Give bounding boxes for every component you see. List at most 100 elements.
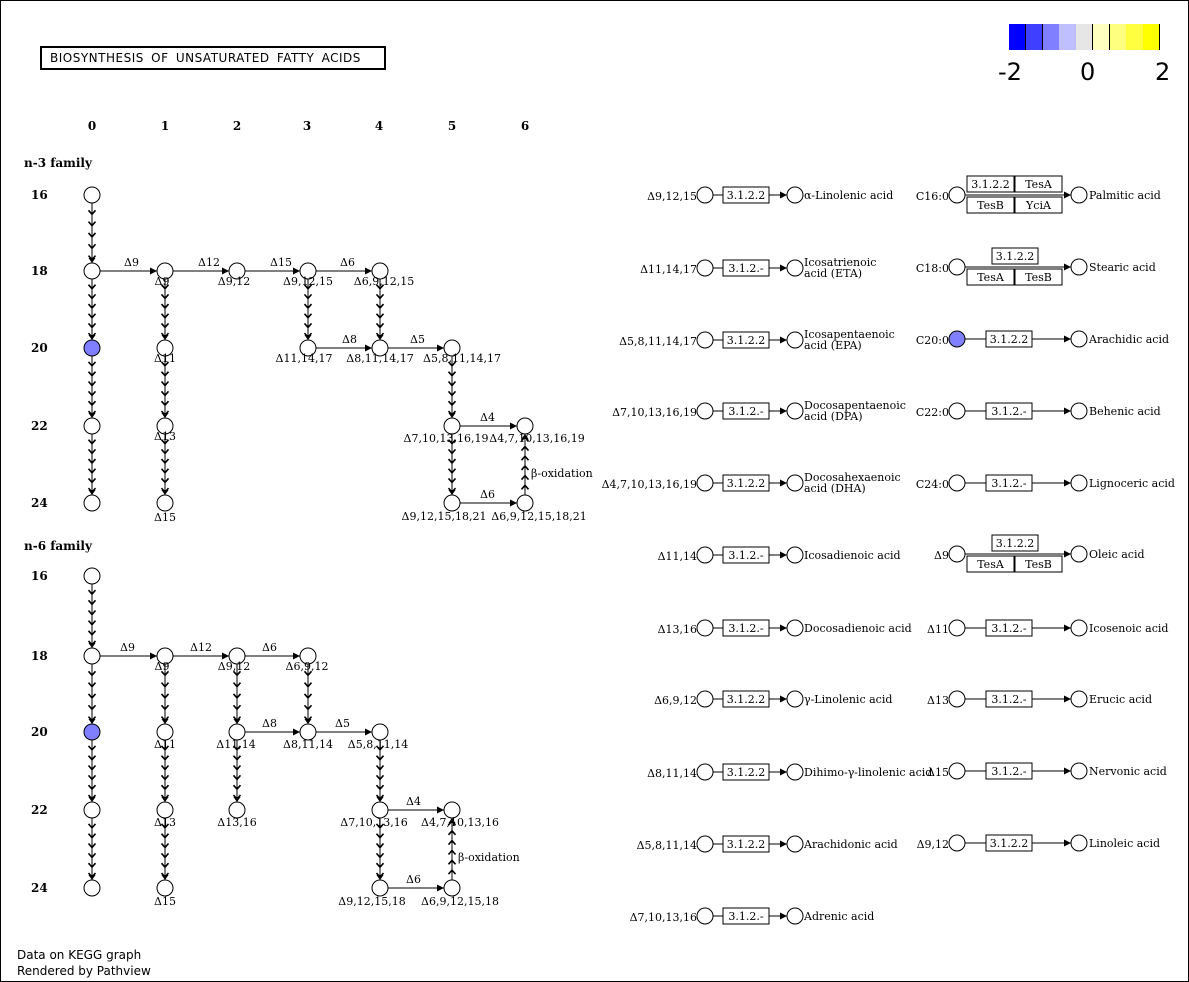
product-label: Lignoceric acid: [1089, 477, 1175, 490]
chain-chevron: [447, 829, 457, 836]
enzyme-box: [985, 474, 1033, 492]
chain-chevron: [87, 439, 97, 445]
enzyme-label: 3.1.2.-: [728, 910, 763, 923]
enzyme-label: 3.1.2.2: [727, 189, 765, 202]
legend-color-cell: [1025, 24, 1044, 50]
legend-color-cell: [1126, 24, 1144, 50]
chain-head: [376, 875, 384, 880]
compound-node: [786, 690, 804, 708]
substrate-label: Δ5,8,11,14,17: [619, 335, 697, 348]
enzyme-box: [1014, 196, 1063, 214]
chain-chevron: [87, 599, 97, 606]
chain-chevron: [375, 852, 385, 859]
column-header: 1: [161, 119, 169, 133]
chain-chevron: [87, 609, 97, 616]
color-legend: [1009, 24, 1161, 50]
compound-node: [696, 186, 714, 204]
enzyme-box: [1014, 268, 1063, 286]
compound-node: [1070, 402, 1088, 420]
beta-oxidation-label: β-oxidation: [458, 851, 520, 864]
enzyme-box: [722, 835, 770, 853]
chain-chevron: [87, 764, 97, 771]
chain-chevron: [375, 774, 385, 781]
family-label: n-6 family: [24, 539, 93, 553]
chain-chevron: [520, 484, 530, 490]
enzyme-label: YciA: [1025, 199, 1052, 212]
edge-label: Δ9: [120, 641, 135, 654]
substrate-label: Δ5,8,11,14: [637, 839, 697, 852]
chain-chevron: [160, 439, 170, 445]
compound-node: [948, 762, 966, 780]
column-header: 2: [233, 119, 241, 133]
chain-chevron: [87, 371, 97, 377]
chain-chevron: [375, 322, 385, 329]
compound-node: [696, 907, 714, 925]
chain-chevron: [232, 764, 242, 771]
enzyme-label: 3.1.2.2: [727, 838, 765, 851]
chain-chevron: [447, 849, 457, 856]
compound-node: [1070, 474, 1088, 492]
node-label: Δ13: [154, 430, 176, 443]
chain-chevron: [520, 464, 530, 471]
enzyme-label: TesB: [1025, 271, 1052, 284]
enzyme-label: 3.1.2.-: [991, 477, 1026, 490]
legend-color-cell: [1042, 24, 1060, 50]
node-label: Δ9: [155, 275, 170, 288]
node-label: Δ11,14,17: [276, 352, 333, 365]
enzyme-box: [722, 474, 770, 492]
row-label: 18: [31, 649, 48, 663]
chain-head: [161, 875, 169, 880]
node-label: Δ7,10,13,16,19: [404, 432, 489, 445]
edge-label: Δ6: [340, 256, 355, 269]
product-label: Icosadienoic acid: [804, 549, 901, 562]
product-label: Dihimo-γ-linolenic acid: [804, 766, 932, 779]
chain-chevron: [87, 823, 97, 830]
compound-node: [371, 801, 389, 819]
chain-head: [448, 818, 456, 823]
product-label: Adrenic acid: [803, 910, 874, 923]
enzyme-label: TesA: [977, 558, 1005, 571]
enzyme-label: 3.1.2.-: [728, 262, 763, 275]
node-label: Δ9,12: [218, 275, 250, 288]
chain-chevron: [160, 755, 170, 761]
chain-head: [521, 434, 529, 439]
row-label: 20: [31, 725, 48, 739]
chain-chevron: [87, 468, 97, 474]
enzyme-box: [1014, 555, 1063, 573]
substrate-label: Δ13,16: [658, 623, 697, 636]
enzyme-label: 3.1.2.-: [991, 405, 1026, 418]
enzyme-label: 3.1.2.2: [971, 178, 1009, 191]
chain-chevron: [160, 704, 170, 711]
node-label: Δ11,14: [216, 738, 255, 751]
chain-chevron: [447, 859, 457, 865]
chain-chevron: [160, 284, 170, 290]
compound-node: [299, 647, 317, 665]
node-label: Δ4,7,10,13,16: [421, 816, 499, 829]
compound-node: [156, 801, 174, 819]
substrate-label: Δ8,11,14: [647, 767, 697, 780]
enzyme-box: [722, 763, 770, 781]
chain-chevron: [87, 842, 97, 849]
chain-chevron: [160, 682, 170, 688]
product-label: Arachidic acid: [1088, 333, 1169, 346]
substrate-label: Δ11,14,17: [640, 263, 697, 276]
row-label: 24: [31, 881, 48, 895]
node-label: Δ4,7,10,13,16,19: [489, 432, 584, 445]
compound-node: [696, 259, 714, 277]
node-label: Δ9,12,15,18: [338, 895, 405, 908]
chain-head: [233, 719, 241, 724]
edge-label: Δ5: [410, 333, 425, 346]
substrate-label: Δ11: [927, 623, 949, 636]
edge-label: Δ4: [406, 795, 421, 808]
product-label: acid (DHA): [804, 482, 866, 495]
chain-chevron: [87, 833, 97, 839]
chain-chevron: [520, 445, 530, 452]
node-label: Δ7,10,13,16: [340, 816, 407, 829]
compound-node: [443, 879, 461, 897]
compound-node: [156, 417, 174, 435]
compound-node: [83, 879, 101, 897]
compound-node: [948, 619, 966, 637]
edge-label: Δ6: [406, 873, 421, 886]
enzyme-box: [985, 762, 1033, 780]
chain-chevron: [447, 371, 457, 377]
